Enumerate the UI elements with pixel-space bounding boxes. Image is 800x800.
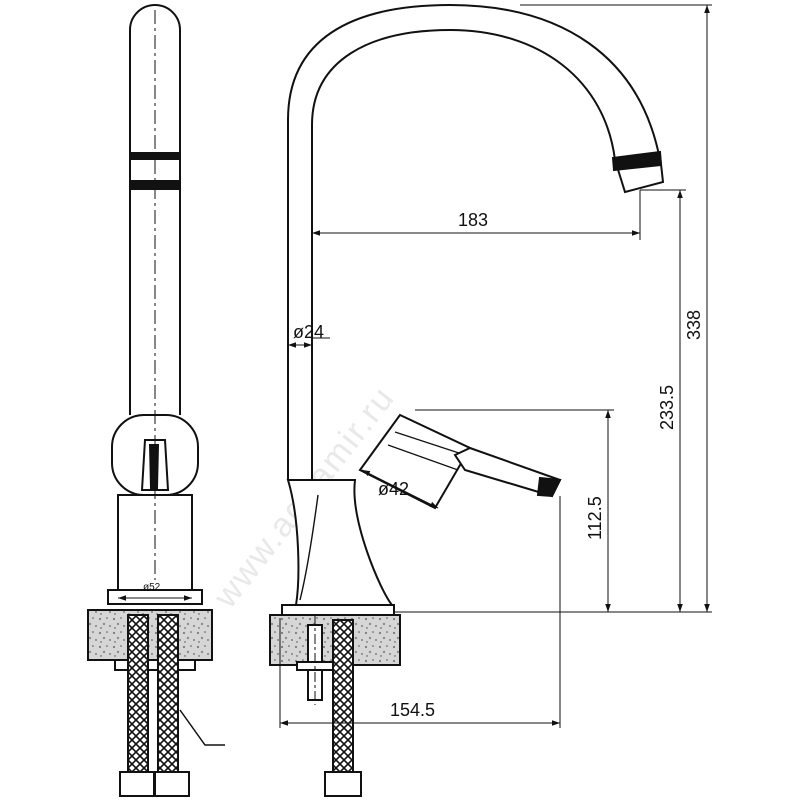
total-height-label: 338	[684, 310, 704, 340]
side-spout-outer	[287, 3, 661, 480]
base-diameter-label: ø52	[143, 582, 161, 593]
front-hose-right	[157, 614, 179, 776]
body-diameter-label: ø42	[378, 479, 409, 499]
dimension-lines	[279, 4, 712, 728]
front-spout-tube	[129, 4, 181, 415]
front-hose-left	[127, 614, 149, 776]
side-spout-inner	[311, 28, 616, 480]
spout-outlet-height-label: 233.5	[657, 385, 677, 430]
base-to-handle-tip-label: 154.5	[390, 700, 435, 720]
dim-base-diameter: ø52	[118, 582, 192, 601]
side-hose	[332, 619, 354, 776]
front-countertop	[87, 609, 213, 661]
spout-reach-label: 183	[458, 210, 488, 230]
side-view	[269, 3, 665, 797]
spout-diameter-label: ø24	[293, 322, 324, 342]
front-view	[87, 4, 225, 797]
handle-height-label: 112.5	[585, 496, 605, 540]
side-base-plate	[281, 604, 395, 616]
